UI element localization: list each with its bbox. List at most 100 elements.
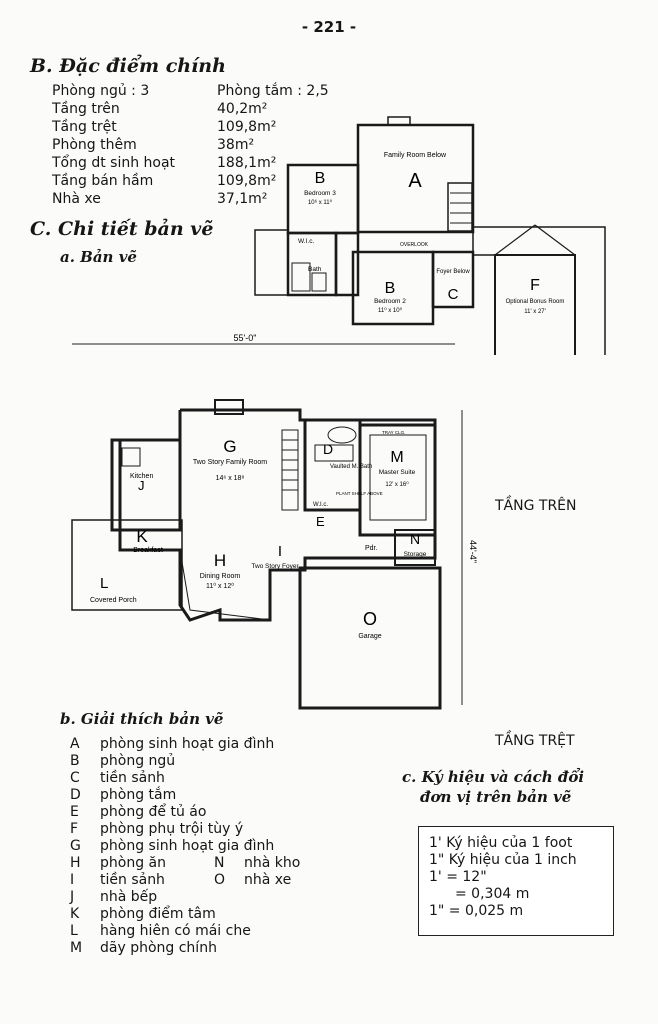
- spec-value: 109,8m²: [217, 173, 277, 189]
- symbol-line: 1' Ký hiệu của 1 foot: [429, 835, 573, 851]
- dining-size: 11⁰ x 12⁰: [206, 582, 234, 590]
- letter-D: D: [323, 441, 333, 457]
- spec-value: 37,1m²: [217, 191, 268, 207]
- depth-dimension: 44'-4": [468, 540, 478, 563]
- letter-C: C: [448, 286, 459, 303]
- letter-G: G: [223, 437, 236, 456]
- spec-row: Nhà xe 37,1m²: [52, 190, 329, 208]
- bonus-label: Optional Bonus Room: [506, 299, 565, 305]
- symbol-line: = 0,304 m: [455, 886, 530, 902]
- letter-L: L: [100, 575, 108, 592]
- spec-label: Tầng trên: [52, 101, 120, 117]
- garage-label: Garage: [358, 633, 381, 640]
- section-c-sub-b: b. Giải thích bản vẽ: [60, 710, 224, 728]
- garage-outline: [298, 566, 442, 710]
- spec-row: Tổng dt sinh hoạt 188,1m²: [52, 154, 329, 172]
- dining-label: Dining Room: [200, 573, 241, 580]
- ground-floor-label: TẦNG TRỆT: [495, 733, 575, 749]
- spec-value: Phòng tắm : 2,5: [217, 83, 329, 99]
- bedroom3-label: Bedroom 3: [304, 190, 336, 197]
- page-number: - 221 -: [301, 18, 357, 36]
- spec-row: Tầng trệt 109,8m²: [52, 118, 329, 136]
- family-room-label: Two Story Family Room: [193, 459, 267, 466]
- pdr-label: Pdr.: [365, 545, 378, 552]
- bonus-size: 11' x 27': [524, 309, 546, 315]
- spec-label: Tổng dt sinh hoạt: [52, 155, 176, 171]
- letter-I: I: [278, 543, 282, 560]
- bedroom2-label: Bedroom 2: [374, 298, 406, 305]
- tray-label: TRAY CLG.: [382, 430, 405, 435]
- wic-lower-label: W.I.c.: [313, 502, 328, 508]
- spec-label: Nhà xe: [52, 191, 101, 207]
- master-label: Master Suite: [379, 469, 416, 476]
- spec-label: Phòng ngủ : 3: [52, 83, 150, 99]
- letter-H: H: [214, 551, 226, 570]
- upper-floor-label: TẦNG TRÊN: [495, 498, 577, 514]
- spec-value: 109,8m²: [217, 119, 277, 135]
- letter-B2: B: [385, 280, 396, 297]
- spec-row: Phòng thêm 38m²: [52, 136, 329, 154]
- section-c-sub-c: c. Ký hiệu và cách đổi: [402, 768, 585, 786]
- wic-upper-label: W.I.c.: [298, 238, 314, 245]
- letter-N: N: [410, 531, 420, 547]
- plant-shelf-label: PLANT SHELF ABOVE: [336, 491, 383, 496]
- overlook-label: OVERLOOK: [400, 242, 429, 248]
- symbol-line: 1" Ký hiệu của 1 inch: [429, 852, 577, 868]
- mbath-label: Vaulted M. Bath: [330, 464, 372, 470]
- width-dimension: 55'-0": [234, 333, 257, 343]
- letter-E: E: [316, 514, 325, 529]
- spec-label: Tầng bán hầm: [52, 173, 154, 189]
- master-size: 12' x 16⁰: [385, 481, 409, 488]
- symbol-line: 1' = 12": [429, 869, 487, 885]
- symbol-line: 1" = 0,025 m: [429, 903, 524, 919]
- section-c-title: C. Chi tiết bản vẽ: [30, 218, 214, 240]
- symbol-box: 1' Ký hiệu của 1 foot 1" Ký hiệu của 1 i…: [418, 826, 614, 936]
- porch-label: Covered Porch: [90, 597, 137, 604]
- bonus-room-outline: [494, 254, 576, 355]
- spec-label: Phòng thêm: [52, 137, 137, 153]
- letter-K: K: [136, 527, 148, 546]
- letter-B: B: [315, 170, 326, 187]
- spec-row: Phòng ngủ : 3 Phòng tắm : 2,5: [52, 82, 329, 100]
- foyer-label: Two Story Foyer: [251, 563, 299, 570]
- spec-row: Tầng bán hầm 109,8m²: [52, 172, 329, 190]
- spec-value: 40,2m²: [217, 101, 268, 117]
- breakfast-label: Breakfast: [133, 547, 163, 554]
- spec-label: Tầng trệt: [52, 119, 117, 135]
- bedroom2-size: 11⁰ x 10⁰: [378, 307, 403, 314]
- letter-F: F: [530, 277, 540, 294]
- family-room-size: 14⁶ x 18⁸: [216, 475, 245, 482]
- section-c-sub-a: a. Bản vẽ: [60, 248, 137, 266]
- letter-M: M: [390, 449, 403, 466]
- spec-list: Phòng ngủ : 3 Phòng tắm : 2,5 Tầng trên 40…: [52, 82, 329, 208]
- upper-floor-plan: Family Room Below A B Bedroom 3 10⁶ x 11…: [254, 116, 606, 355]
- family-room-below-label: Family Room Below: [384, 152, 447, 159]
- letter-J: J: [138, 478, 145, 493]
- master-suite-outline: [358, 423, 437, 537]
- ground-floor-plan: 55'-0" 44'-4" G Two Story Family Room 14…: [71, 333, 478, 710]
- spec-value: 188,1m²: [217, 155, 277, 171]
- storage-label: Storage: [404, 551, 427, 558]
- foyer-below-label: Foyer Below: [436, 269, 470, 275]
- section-b-title: B. Đặc điểm chính: [30, 55, 226, 77]
- section-c-sub-c-line2: đơn vị trên bản vẽ: [420, 788, 572, 806]
- spec-row: Tầng trên 40,2m²: [52, 100, 329, 118]
- spec-value: 38m²: [217, 137, 255, 153]
- bedroom3-size: 10⁶ x 11⁰: [308, 199, 333, 206]
- bath-upper-label: Bath: [308, 266, 322, 273]
- letter-A: A: [408, 170, 422, 192]
- kitchen-label: Kitchen: [130, 473, 153, 480]
